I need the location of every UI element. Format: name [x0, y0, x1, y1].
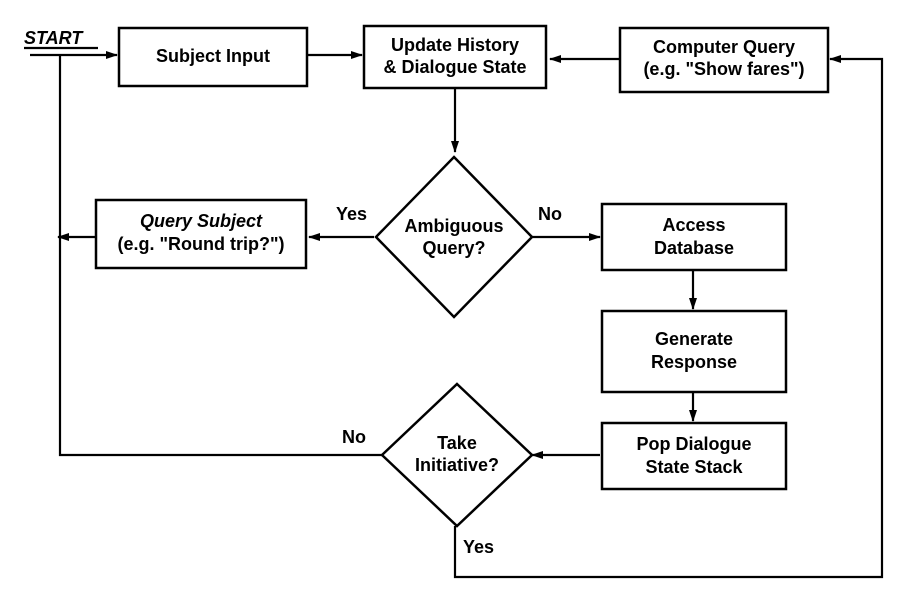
edge-initiative-no-loop	[58, 55, 382, 457]
update-history-line2: & Dialogue State	[383, 57, 526, 77]
node-access-database: Access Database	[600, 202, 788, 272]
update-history-line1: Update History	[391, 35, 519, 55]
node-update-history: Update History & Dialogue State	[362, 24, 548, 90]
ambiguous-query-line1: Ambiguous	[405, 216, 504, 236]
ambiguous-yes-label: Yes	[336, 204, 367, 224]
pop-dialogue-line2: State Stack	[645, 457, 743, 477]
initiative-yes-label: Yes	[463, 537, 494, 557]
node-subject-input: Subject Input	[117, 26, 309, 88]
query-subject-line1: Query Subject	[140, 211, 263, 231]
generate-response-line1: Generate	[655, 329, 733, 349]
node-pop-dialogue: Pop Dialogue State Stack	[600, 421, 788, 491]
initiative-no-label: No	[342, 427, 366, 447]
edge-initiative-yes-loop	[453, 55, 884, 579]
computer-query-line2: (e.g. "Show fares")	[643, 59, 804, 79]
access-database-line2: Database	[654, 238, 734, 258]
subject-input-label: Subject Input	[156, 46, 270, 66]
access-database-line1: Access	[662, 215, 725, 235]
node-query-subject: Query Subject (e.g. "Round trip?")	[94, 198, 308, 270]
query-subject-line2: (e.g. "Round trip?")	[117, 234, 284, 254]
ambiguous-query-line2: Query?	[422, 238, 485, 258]
ambiguous-no-label: No	[538, 204, 562, 224]
node-computer-query: Computer Query (e.g. "Show fares")	[618, 26, 830, 94]
connectors	[30, 51, 884, 579]
start-label: START	[24, 28, 84, 48]
node-take-initiative: Take Initiative?	[380, 382, 534, 528]
computer-query-line1: Computer Query	[653, 37, 795, 57]
generate-response-line2: Response	[651, 352, 737, 372]
node-generate-response: Generate Response	[600, 309, 788, 394]
take-initiative-line1: Take	[437, 433, 477, 453]
take-initiative-line2: Initiative?	[415, 455, 499, 475]
pop-dialogue-line1: Pop Dialogue	[636, 434, 751, 454]
node-ambiguous-query: Ambiguous Query?	[374, 155, 534, 319]
